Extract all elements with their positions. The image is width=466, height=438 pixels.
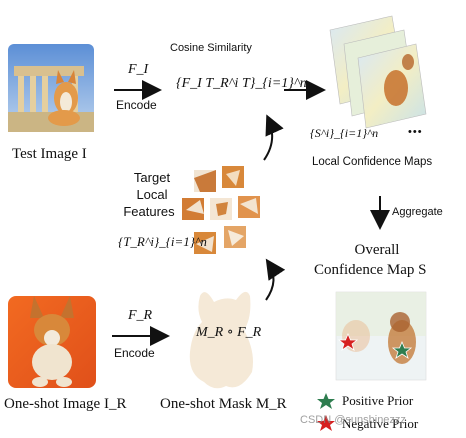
oneshot-mask-caption: One-shot Mask M_R [160,396,287,412]
local-confidence-maps [329,15,427,129]
encode-bottom-label: Encode [114,346,155,360]
local-maps-label: Local Confidence Maps [312,156,433,168]
encode-top-label: Encode [116,98,157,112]
mask-to-features-arrow [265,258,286,301]
target-feature-patches [182,166,260,254]
watermark: CSDN @sunshinezzz [300,414,406,426]
cosine-similarity-formula: {F_I T_R^i T}_{i=1}^n [176,76,307,91]
local-maps-ellipsis: ••• [408,126,423,138]
features-to-similarity-arrow [263,114,284,161]
overall-confidence-map [335,291,427,381]
target-label-line2: Local [136,187,168,202]
positive-prior-label: Positive Prior [342,393,414,408]
oneshot-image [8,296,96,388]
target-features-formula: {T_R^i}_{i=1}^n [118,234,207,249]
target-label-line1: Target [133,170,171,185]
local-maps-formula: {S^i}_{i=1}^n [310,126,379,140]
overall-map-title-line2: Confidence Map S [314,262,427,278]
oneshot-mask-shape [189,291,253,389]
test-feature-label: F_I [128,62,149,77]
oneshot-image-caption: One-shot Image I_R [4,396,127,412]
negative-prior-marker-on-map [337,332,359,351]
positive-prior-icon [317,393,335,409]
ref-feature-label: F_R [128,308,153,323]
mask-formula: M_R ∘ F_R [196,325,262,340]
negative-prior-icon [317,415,335,431]
cosine-similarity-title: Cosine Similarity [170,42,252,54]
target-label-line3: Features [123,204,175,219]
negative-prior-label: Negative Prior [342,416,419,431]
aggregate-label: Aggregate [392,206,443,218]
overall-map-title-line1: Overall [354,242,400,258]
test-image [8,44,94,132]
test-image-caption: Test Image I [12,146,87,162]
positive-prior-marker-on-map [391,340,413,359]
